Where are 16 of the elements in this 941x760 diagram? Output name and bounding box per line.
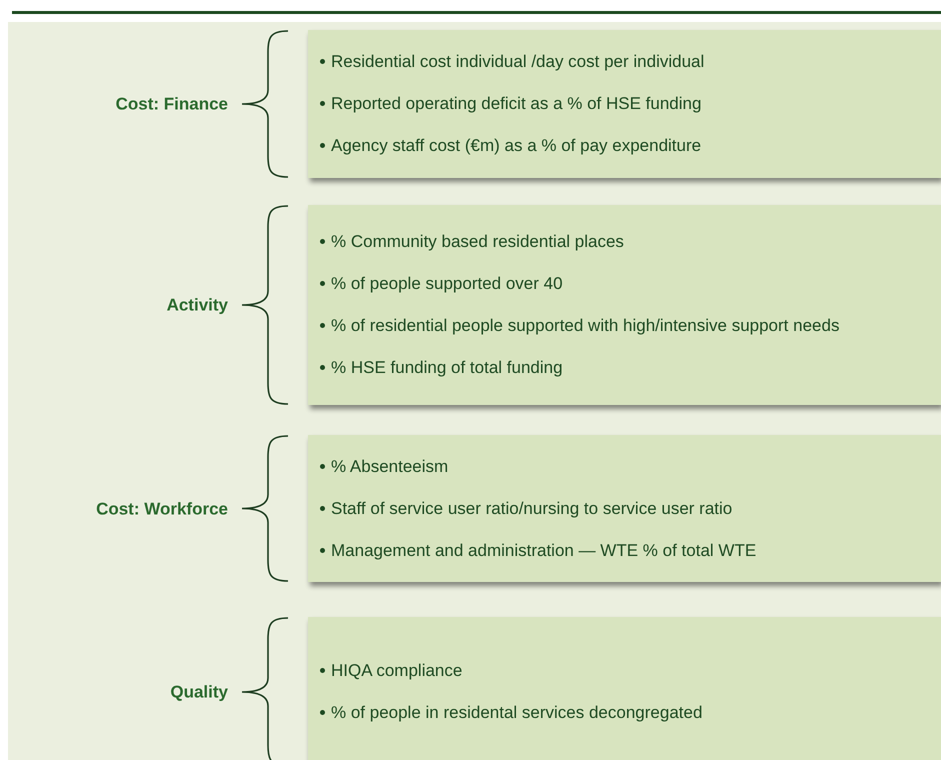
- indicator-text: HIQA compliance: [331, 660, 462, 682]
- category-label: Quality: [170, 681, 228, 704]
- category-label: Cost: Workforce: [96, 498, 228, 520]
- indicator-text: % HSE funding of total funding: [331, 357, 563, 379]
- category-label: Activity: [166, 294, 228, 316]
- indicator-text: % Absenteeism: [331, 456, 448, 478]
- indicator-text: % of residential people supported with high/intensive support needs: [331, 315, 840, 337]
- indicator-text: Residential cost individual /day cost per individual: [331, 51, 704, 73]
- indicator-text: % Community based residential places: [331, 231, 624, 253]
- indicator-text: % of people in residental services decongregated: [331, 702, 702, 724]
- indicator-text: Agency staff cost (€m) as a % of pay expenditure: [331, 135, 702, 157]
- indicator-text: Management and administration — WTE % of total WTE: [331, 540, 756, 562]
- category-label: Cost: Finance: [116, 93, 228, 116]
- indicator-text: % of people supported over 40: [331, 273, 563, 295]
- indicator-text: Staff of service user ratio/nursing to service user ratio: [331, 498, 732, 520]
- indicator-text: Reported operating deficit as a % of HSE funding: [331, 93, 702, 115]
